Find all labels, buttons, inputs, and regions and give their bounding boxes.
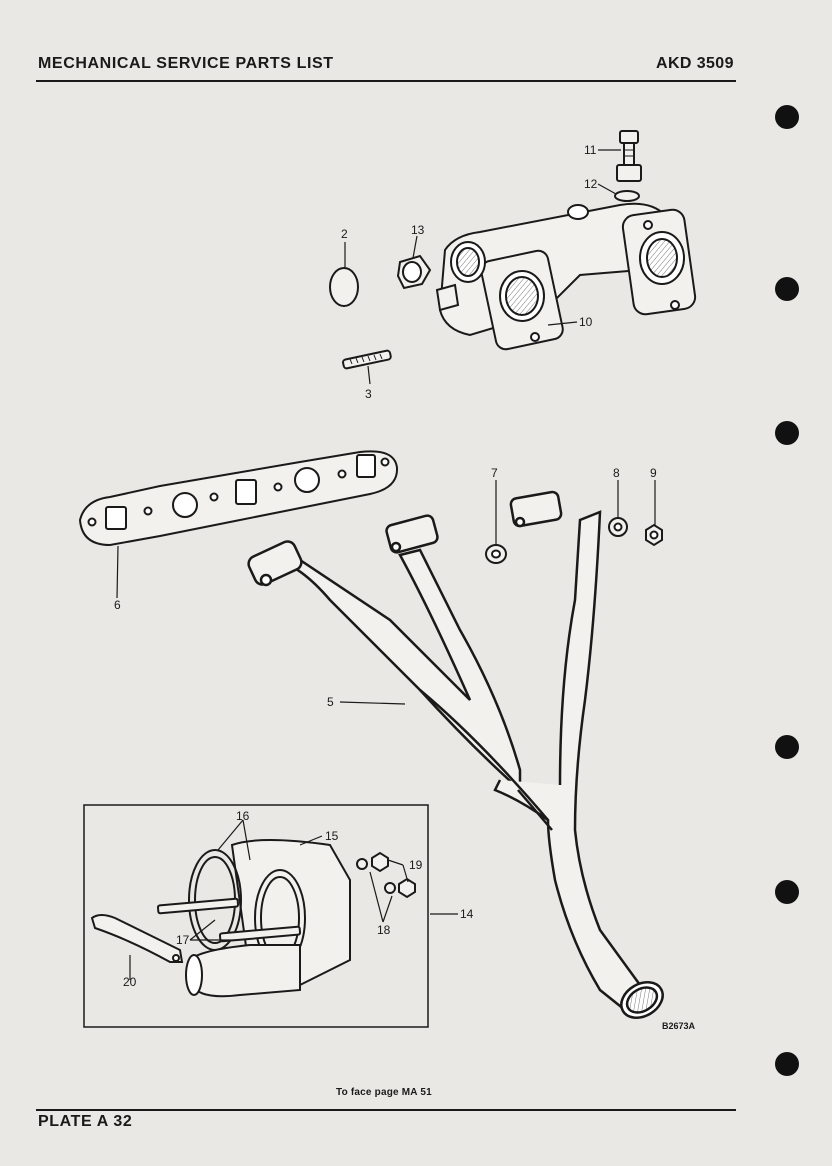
callout-11: 11 xyxy=(584,143,597,157)
bolt-part xyxy=(614,130,642,202)
nut-part xyxy=(396,254,432,290)
silencer-clamp-detail xyxy=(90,839,416,998)
callout-16: 16 xyxy=(236,809,250,823)
page-header-title: MECHANICAL SERVICE PARTS LIST xyxy=(38,55,334,72)
callout-17: 17 xyxy=(176,933,190,947)
binder-hole xyxy=(775,735,799,759)
exhaust-downpipe xyxy=(247,490,664,1019)
callout-7: 7 xyxy=(491,466,498,480)
callout-15: 15 xyxy=(325,829,339,843)
binder-hole xyxy=(775,1052,799,1076)
footer-rule xyxy=(36,1109,736,1111)
callout-20: 20 xyxy=(123,975,137,989)
callout-10: 10 xyxy=(579,315,593,329)
header-rule xyxy=(36,80,736,82)
callout-8: 8 xyxy=(613,466,620,480)
manifold-casting xyxy=(435,202,697,351)
binder-hole xyxy=(775,880,799,904)
callout-19: 19 xyxy=(409,858,423,872)
plate-number: PLATE A 32 xyxy=(38,1113,133,1130)
callout-12: 12 xyxy=(584,177,598,191)
binder-hole xyxy=(775,277,799,301)
callout-5: 5 xyxy=(327,695,334,709)
face-page-note: To face page MA 51 xyxy=(336,1087,432,1098)
callout-13: 13 xyxy=(411,223,425,237)
page-header-code: AKD 3509 xyxy=(656,55,734,72)
callout-6: 6 xyxy=(114,598,121,612)
callout-18: 18 xyxy=(377,923,391,937)
inset-detail-frame xyxy=(83,804,429,1028)
small-fixings xyxy=(485,517,663,564)
callout-3: 3 xyxy=(365,387,372,401)
binder-hole xyxy=(775,105,799,129)
manifold-gasket xyxy=(78,450,399,547)
callout-2: 2 xyxy=(341,227,348,241)
callout-9: 9 xyxy=(650,466,657,480)
leader-lines xyxy=(116,149,656,980)
binder-hole xyxy=(775,421,799,445)
plug-part xyxy=(329,267,359,307)
drawing-reference: B2673A xyxy=(662,1021,696,1031)
stud-part xyxy=(342,349,392,370)
callout-14: 14 xyxy=(460,907,474,921)
